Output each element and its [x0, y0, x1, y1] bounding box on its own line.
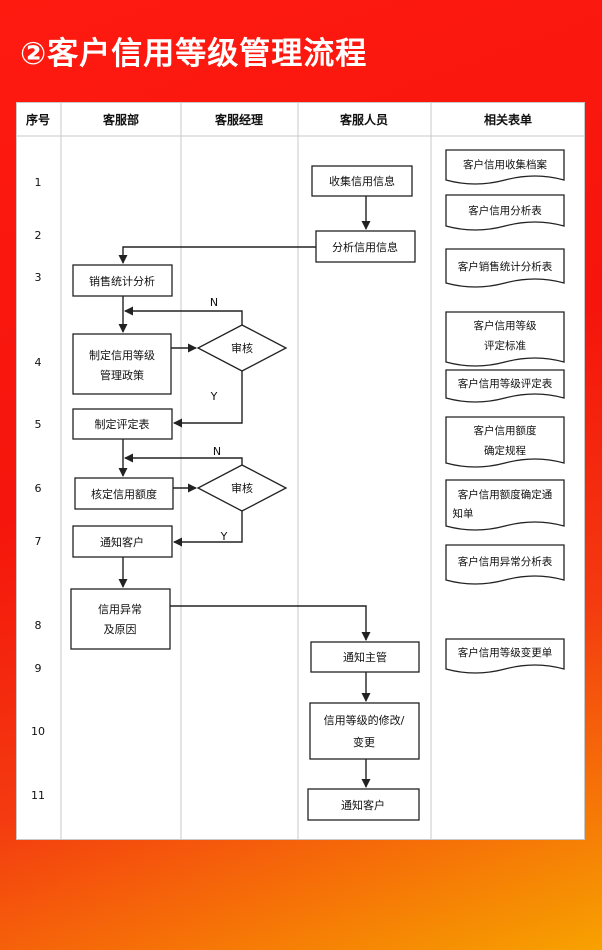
node-modify-level [309, 702, 420, 760]
doc-label: 评定标准 [484, 339, 526, 352]
node-label: 制定评定表 [95, 417, 150, 431]
doc-label: 客户信用额度确定通 [458, 488, 553, 501]
row-number: 4 [35, 356, 42, 369]
flowchart-sheet: 序号 客服部 客服经理 客服人员 相关表单 1 2 3 4 5 6 7 8 9 … [16, 102, 585, 840]
branch-label-no: N [210, 296, 218, 309]
doc-label: 客户信用收集档案 [463, 158, 547, 171]
edge-abnormal-manager [170, 605, 371, 641]
doc-label: 客户信用额度 [474, 424, 537, 437]
branch-label-yes: Y [220, 530, 228, 543]
node-sales-analysis [72, 264, 173, 297]
page-title: ②客户信用等级管理流程 [20, 36, 368, 72]
header-cs-dept: 客服部 [102, 112, 139, 127]
doc-label: 客户信用异常分析表 [458, 555, 553, 568]
node-labels: 收集信用信息 分析信用信息 销售统计分析 制定信用等级 管理政策 审核 制定评定… [89, 174, 405, 812]
doc-label: 客户信用等级变更单 [458, 646, 553, 659]
column-headers: 序号 客服部 客服经理 客服人员 相关表单 [26, 112, 532, 127]
doc-credit-archive [445, 149, 565, 185]
node-label: 通知主管 [343, 650, 387, 664]
doc-label: 客户信用等级 [474, 319, 537, 332]
node-label: 收集信用信息 [329, 174, 395, 188]
node-label: 信用等级的修改/ [324, 713, 405, 727]
doc-label: 确定规程 [484, 444, 526, 457]
node-label: 审核 [231, 481, 253, 495]
branch-label-yes: Y [210, 390, 218, 403]
doc-credit-analysis [445, 194, 565, 231]
row-number: 11 [31, 789, 45, 802]
node-label: 制定信用等级 [89, 348, 155, 362]
node-label: 变更 [353, 735, 375, 749]
header-cs-staff: 客服人员 [339, 112, 388, 127]
node-credit-quota [74, 477, 174, 510]
row-number: 8 [35, 619, 42, 632]
row-number: 6 [35, 482, 42, 495]
edge-review-yes [173, 371, 243, 428]
node-label: 核定信用额度 [91, 487, 157, 501]
doc-label: 客户信用分析表 [468, 204, 542, 217]
row-number: 5 [35, 418, 42, 431]
header-forms: 相关表单 [484, 112, 532, 127]
doc-label: 客户销售统计分析表 [458, 260, 553, 273]
doc-abnormal-analysis [445, 544, 565, 585]
node-label: 分析信用信息 [332, 240, 398, 254]
row-number: 3 [35, 271, 42, 284]
header-index: 序号 [26, 112, 50, 127]
row-number: 10 [31, 725, 45, 738]
node-collect-info [311, 165, 413, 197]
node-label: 通知客户 [100, 535, 144, 549]
node-policy [72, 333, 172, 395]
node-label: 管理政策 [100, 368, 144, 382]
branch-labels: N Y N Y [210, 296, 228, 543]
edge-review2-yes [173, 511, 243, 547]
node-label: 通知客户 [341, 798, 385, 812]
node-notify-manager [310, 641, 420, 673]
doc-level-eval [445, 369, 565, 403]
node-abnormal [70, 588, 171, 650]
doc-sales-analysis [445, 248, 565, 288]
edge-review2-no [124, 453, 243, 465]
edge-analyze-sales [118, 246, 316, 264]
doc-quota-notice [445, 479, 565, 531]
doc-level-change [445, 638, 565, 674]
doc-level-standard [445, 311, 565, 367]
node-notify-customer-2 [307, 788, 420, 821]
row-number: 1 [35, 176, 42, 189]
node-label: 信用异常 [98, 603, 142, 616]
row-number: 9 [35, 662, 42, 675]
node-label: 审核 [231, 341, 253, 355]
header-cs-manager: 客服经理 [214, 112, 263, 127]
edge-review-no [124, 306, 243, 325]
doc-quota-rules [445, 416, 565, 468]
doc-label: 知单 [453, 507, 474, 520]
node-label: 销售统计分析 [89, 274, 155, 288]
node-notify-customer [72, 525, 173, 558]
branch-label-no: N [213, 445, 221, 458]
flowchart-diagram: 序号 客服部 客服经理 客服人员 相关表单 1 2 3 4 5 6 7 8 9 … [16, 102, 585, 840]
document-labels: 客户信用收集档案 客户信用分析表 客户销售统计分析表 客户信用等级 评定标准 客… [453, 158, 553, 659]
row-numbers: 1 2 3 4 5 6 7 8 9 10 11 [31, 176, 45, 802]
swimlane-grid [16, 102, 585, 840]
row-number: 7 [35, 535, 42, 548]
node-label: 及原因 [104, 623, 137, 636]
doc-label: 客户信用等级评定表 [458, 377, 553, 390]
row-number: 2 [35, 229, 42, 242]
